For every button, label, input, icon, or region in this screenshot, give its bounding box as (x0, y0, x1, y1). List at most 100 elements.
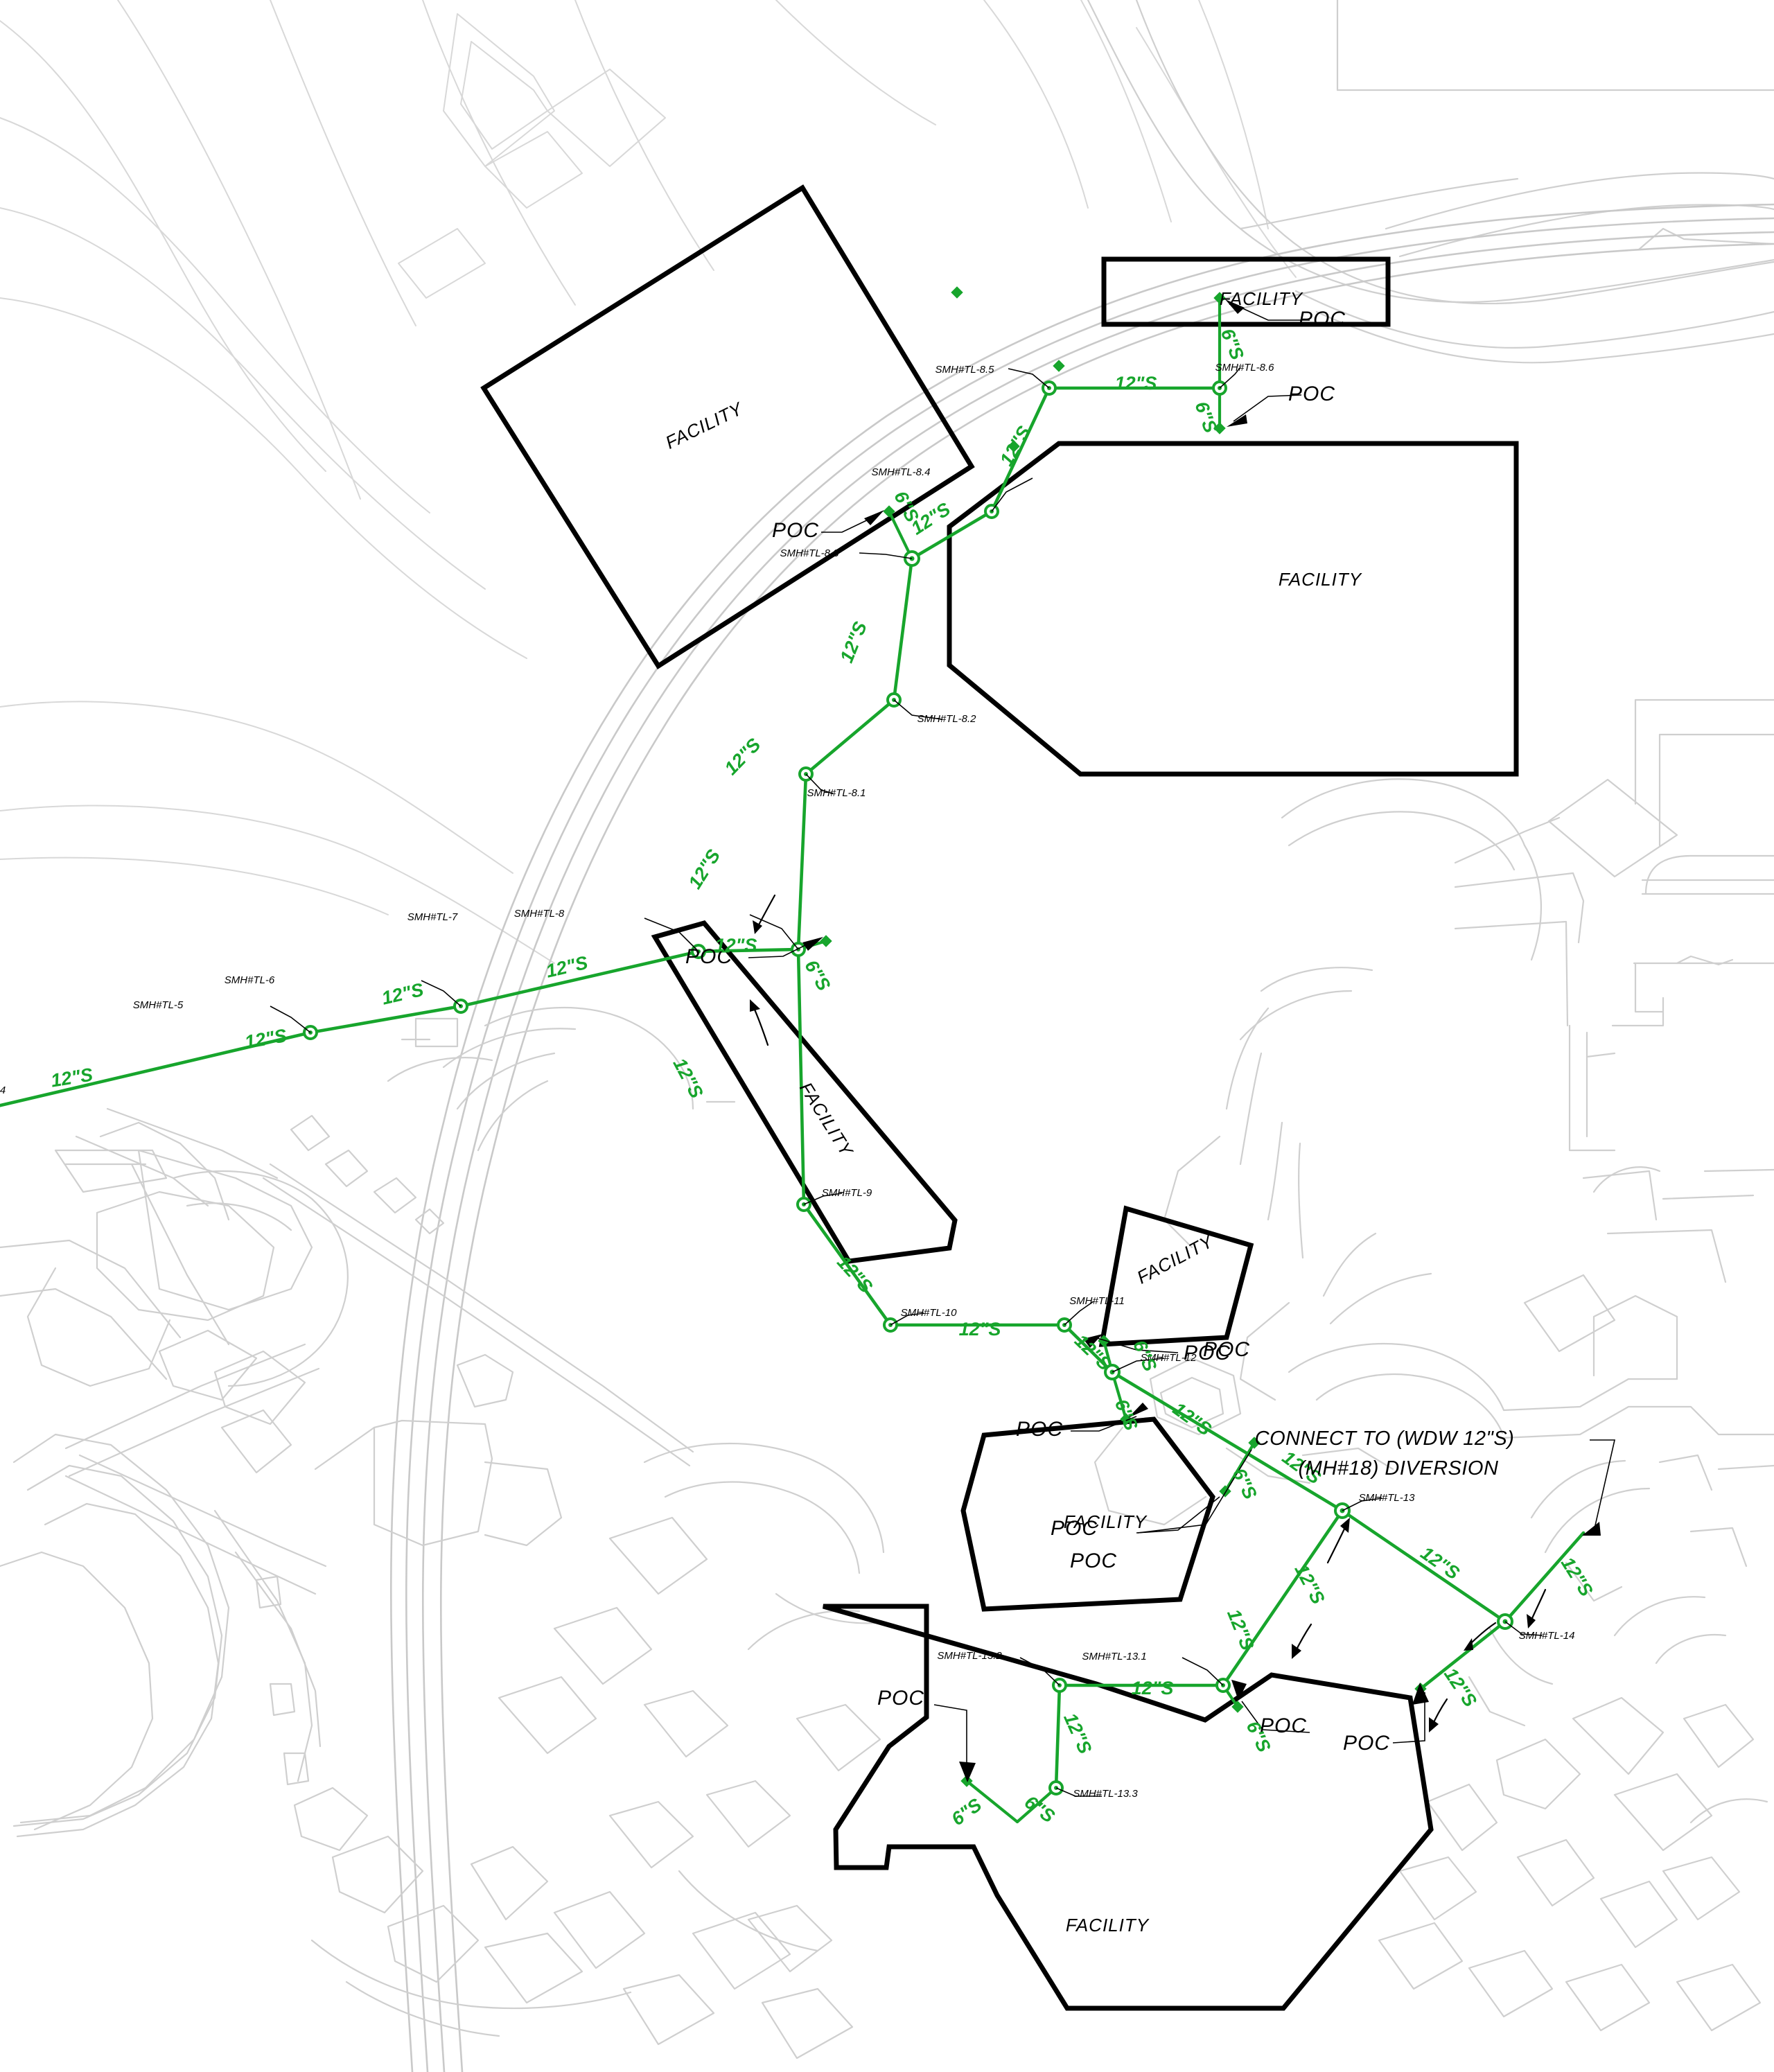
pipe-size-label: 6"S (1111, 1396, 1142, 1434)
manhole-label: SMH#TL-8.4 (871, 466, 930, 478)
pipe-size-label: 12"S (380, 979, 425, 1009)
pipe-tl81-tl82 (804, 698, 896, 776)
facility-s-outline (823, 1604, 1434, 2011)
manhole-label: SMH#TL-12 (1141, 1352, 1197, 1364)
pipe-tl9-tl10 (802, 1202, 893, 1327)
pipe-size-label: 12"S (1060, 1710, 1096, 1757)
manhole-label: SMH#TL-14 (1519, 1630, 1575, 1642)
facility-label: FACILITY (1064, 1511, 1148, 1532)
facility-center-outline (651, 920, 958, 1264)
facility-poc-label: POC (1070, 1549, 1117, 1572)
pipe-size-label: 12"S (721, 734, 765, 779)
manhole-label: SMH#TL-6 (225, 974, 275, 986)
manhole-label: SMH#TL-13.2 (937, 1650, 1002, 1662)
pipe-size-label: 6"S (800, 956, 834, 994)
pipe-tl13branch-poc (1223, 1441, 1256, 1493)
pipe-tl11-tl12 (1062, 1323, 1114, 1374)
pipe-size-label: 12"S (685, 845, 725, 892)
poc-label: POC (1203, 1338, 1250, 1361)
poc-label: POC (877, 1687, 924, 1710)
pipe-size-label: 12"S (49, 1064, 94, 1091)
facility-pent-outline (960, 1416, 1215, 1612)
poc-label: POC (1288, 383, 1335, 405)
facility-label: FACILITY (662, 398, 746, 453)
pipe-tl12-tl13 (1110, 1370, 1344, 1513)
facility-label: FACILITY (1134, 1230, 1218, 1288)
facility-n-outline (1101, 256, 1391, 327)
facility-parcels (480, 184, 1519, 2011)
pipe-size-label: 12"S (669, 1055, 707, 1102)
connect-note-leader (1582, 1439, 1616, 1536)
manhole-label: SMH#TL-7 (407, 911, 458, 923)
basemap-east-buildings (1378, 1166, 1774, 2032)
facility-label: FACILITY (1279, 569, 1362, 590)
manhole-label: SMH#TL-8.2 (917, 713, 976, 725)
poc-label: POC (685, 945, 732, 968)
pipe-tl132-tl133 (1054, 1683, 1062, 1790)
manhole-label: SMH#TL-11 (1069, 1295, 1125, 1307)
pipe-tl6-tl7 (459, 949, 701, 1008)
poc-label: POC (1260, 1714, 1307, 1737)
manhole-leaders (270, 367, 1543, 1797)
pipe-size-label: 12"S (1132, 1678, 1174, 1698)
facility-mid-outline (1098, 1205, 1254, 1347)
pipe-size-label: 12"S (996, 423, 1035, 470)
poc-label: POC (772, 519, 819, 542)
connect-note-line1: CONNECT TO (WDW 12"S) (1255, 1428, 1515, 1450)
manhole-label: SMH#TL-8 (514, 908, 565, 920)
manhole-label: SMH#TL-8.3 (780, 547, 839, 559)
manhole-label: SMH#TL-13.1 (1082, 1651, 1146, 1662)
facility-ne-outline (947, 441, 1519, 777)
pipe-tl5-tl6 (308, 1004, 463, 1035)
basemap-contours (0, 0, 1297, 964)
poc-label: POC (1051, 1517, 1098, 1540)
pipe-size-label: 6"S (1229, 1465, 1261, 1502)
pipe-tl84-tl85 (990, 386, 1051, 513)
pipe-size-label: 12"S (836, 619, 871, 666)
poc-label: POC (1299, 308, 1346, 331)
manhole-label: SMH#TL-13 (1359, 1492, 1416, 1504)
basemap-center-parking (262, 1114, 885, 2060)
pipe-tl83-tl84 (910, 509, 994, 561)
poc-label: POC (1016, 1418, 1063, 1441)
manhole-label: SMH#TL-5 (133, 999, 184, 1011)
basemap-east-resort (1094, 778, 1774, 1526)
pipe-tl4-tl5 (0, 1030, 313, 1107)
manhole-label-cutoff: 4 (0, 1085, 6, 1096)
pipe-size-label: 6"S (947, 1794, 985, 1829)
facility-label: FACILITY (1066, 1915, 1150, 1935)
pipe-size-label: 12"S (1115, 373, 1157, 394)
manhole-label: SMH#TL-8.1 (807, 787, 866, 799)
pipe-tl8-tl9 (796, 947, 806, 1206)
pipe-size-label: 6"S (1021, 1791, 1059, 1827)
basemap-southwest-resort (0, 1107, 791, 2037)
pipe-tl83-poc (887, 509, 914, 561)
manhole-label: SMH#TL-8.5 (935, 364, 994, 376)
pipe-size-label: 12"S (959, 1319, 1001, 1340)
manhole-label: SMH#TL-13.3 (1073, 1788, 1138, 1800)
basemap-highway (389, 203, 1774, 2072)
pipe-tl133-poc (965, 1779, 1019, 1824)
pipe-size-label: 12"S (1169, 1398, 1215, 1440)
basemap-pond-detail (387, 1006, 736, 1152)
basemap-roadways-north (1087, 0, 1774, 364)
manhole-label: SMH#TL-10 (901, 1307, 958, 1319)
manhole-label: SMH#TL-8.6 (1215, 362, 1274, 374)
pipe-tl13-tl14 (1340, 1509, 1507, 1624)
manhole-label: SMH#TL-9 (822, 1187, 872, 1199)
poc-label: POC (1343, 1732, 1390, 1755)
pipe-size-label: 6"S (1217, 326, 1248, 363)
flow-direction-arrows (750, 894, 1547, 1732)
facility-nw-outline (480, 184, 975, 669)
poc-leaders (748, 299, 1429, 1782)
pipe-size-label: 12"S (1557, 1553, 1597, 1599)
pipe-size-label: 12"S (1290, 1561, 1328, 1608)
connect-note-line2: (MH#18) DIVERSION (1299, 1457, 1499, 1480)
facility-label: FACILITY (1220, 288, 1303, 309)
pipe-tl13-tl131 (1221, 1509, 1344, 1687)
pipe-tl8-tl81 (796, 772, 808, 951)
pipe-size-label: 12"S (1223, 1606, 1258, 1653)
pipe-tl14-poc-se (1419, 1619, 1507, 1691)
pipe-tl133-bend (1015, 1786, 1058, 1824)
pipe-tl14-connect (1503, 1531, 1586, 1624)
